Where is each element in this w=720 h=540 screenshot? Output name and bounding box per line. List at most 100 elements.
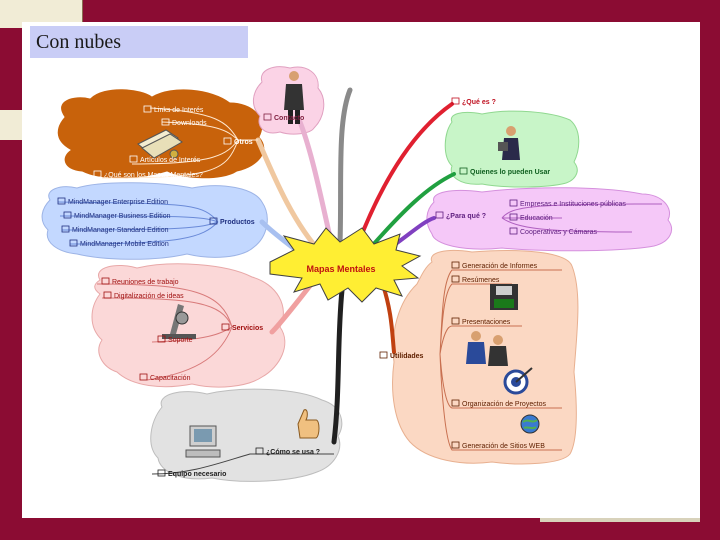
productos-lines [57,201,219,245]
utilidades-item[interactable]: Generación de Sitios WEB [451,441,545,450]
servicios-item[interactable]: Reuniones de trabajo [101,277,179,286]
topic-utilidades[interactable]: Utilidades [379,351,424,360]
book-icon [509,213,518,221]
book-icon [161,118,170,126]
servicios-item-text: Digitalización de ideas [114,293,184,300]
servicios-item-text: Soporte [168,337,193,344]
topic-que-es[interactable]: ¿Qué es ? [451,97,496,106]
topic-equipo-text: Equipo necesario [168,471,226,478]
cloud-productos [41,182,268,260]
cloud-para-que [426,187,672,252]
book-icon [223,137,232,145]
utilidades-item-text: Presentaciones [462,319,511,326]
decorative-line-bottom [540,518,700,522]
topic-utilidades-text: Utilidades [390,353,424,360]
book-icon [355,84,364,92]
person-icon [284,71,304,124]
topic-que-es-text: ¿Qué es ? [462,99,496,106]
topic-equipo[interactable]: Equipo necesario [157,469,226,478]
slide-title: Con nubes [36,31,121,53]
para-que-item[interactable]: Empresas e Instituciones públicas [509,199,626,208]
para-que-item-text: Cooperativas y Cámaras [520,229,598,236]
otros-item[interactable]: Downloads [161,118,207,127]
otros-item-text: Artículos de Interés [140,157,201,164]
servicios-lines [96,283,233,381]
utilidades-item-text: Resúmenes [462,277,500,284]
utilidades-item[interactable]: Resúmenes [451,275,500,284]
book-icon [451,261,460,269]
servicios-item-text: Reuniones de trabajo [112,279,179,286]
otros-item-text: Downloads [172,120,207,127]
topic-para-que[interactable]: ¿Para qué ? [435,211,486,220]
topic-contacto-text: Contacto [274,115,304,122]
book-icon [451,399,460,407]
topic-otros-text: Otros [234,139,253,146]
branch-otros [255,137,325,257]
para-que-item[interactable]: Educación [509,213,553,222]
utilidades-item[interactable]: Organización de Proyectos [451,399,547,408]
branch-quienes [370,172,456,248]
productos-item[interactable]: MindManager Mobile Edition [69,239,169,248]
servicios-item[interactable]: Digitalización de ideas [103,291,184,300]
book-icon [451,317,460,325]
book-icon [101,277,110,285]
productos-item[interactable]: MindManager Standard Edition [61,225,169,234]
microscope-icon [162,304,196,339]
topic-productos[interactable]: Productos [209,217,255,226]
para-que-item-text: Empresas e Instituciones públicas [520,201,626,208]
book-icon [435,211,444,219]
topic-como[interactable]: ¿Cómo se usa ? [255,447,320,456]
book-icon [209,217,218,225]
utilidades-item-text: Generación de Sitios WEB [462,443,545,450]
productos-item[interactable]: MindManager Business Edition [63,211,171,220]
slide: Con nubes [22,22,700,518]
topic-gdsig[interactable]: GDSIG y MindJet [355,84,423,93]
book-icon [139,373,148,381]
para-que-item[interactable]: Cooperativas y Cámaras [509,227,598,236]
globe-icon [520,414,540,434]
computer-icon [185,425,221,458]
book-icon [103,291,112,299]
book-icon [63,211,72,219]
book-icon [509,227,518,235]
otros-item-text: Links de Interés [154,107,204,114]
book-icon [61,225,70,233]
topic-contacto[interactable]: Contacto [263,113,304,122]
topic-servicios[interactable]: Servicios [221,323,263,332]
otros-item[interactable]: ¿Qué son los Mapas Mentales? [93,170,203,179]
cloud-como [150,388,343,482]
topic-gdsig-text: GDSIG y MindJet [366,86,423,93]
productos-item-text: MindManager Business Edition [74,213,171,220]
cloud-servicios [91,263,286,388]
otros-lines [101,107,258,179]
people-meeting-icon [466,331,508,366]
utilidades-item[interactable]: Presentaciones [451,317,511,326]
topic-servicios-text: Servicios [232,325,263,332]
topic-otros[interactable]: Otros [223,137,253,146]
productos-item-text: MindManager Mobile Edition [80,241,169,248]
otros-item-text: ¿Qué son los Mapas Mentales? [104,172,203,179]
book-icon [157,335,166,343]
book-icon [93,170,102,178]
branch-gdsig [337,87,353,247]
servicios-item[interactable]: Capacitación [139,373,191,382]
book-icon [129,155,138,163]
utilidades-item[interactable]: Generación de Informes [451,261,538,270]
como-lines [151,453,334,475]
book-icon [459,167,468,175]
servicios-item-text: Capacitación [150,375,191,382]
para-que-item-text: Educación [520,215,553,222]
book-icon [451,97,460,105]
mind-map: Mapas Mentales [41,66,672,482]
branch-contacto [297,119,335,249]
servicios-item[interactable]: Soporte [157,335,193,344]
otros-item[interactable]: Links de Interés [143,105,204,114]
otros-item[interactable]: Artículos de Interés [129,155,201,164]
decorative-bar-left [0,110,22,140]
sub-lines [57,107,663,475]
thumbs-up-icon [297,409,320,439]
topic-quienes[interactable]: Quienes lo pueden Usar [459,167,550,176]
productos-item[interactable]: MindManager Enterprise Edition [57,197,168,206]
productos-item-text: MindManager Standard Edition [72,227,169,234]
book-icon [69,239,78,247]
